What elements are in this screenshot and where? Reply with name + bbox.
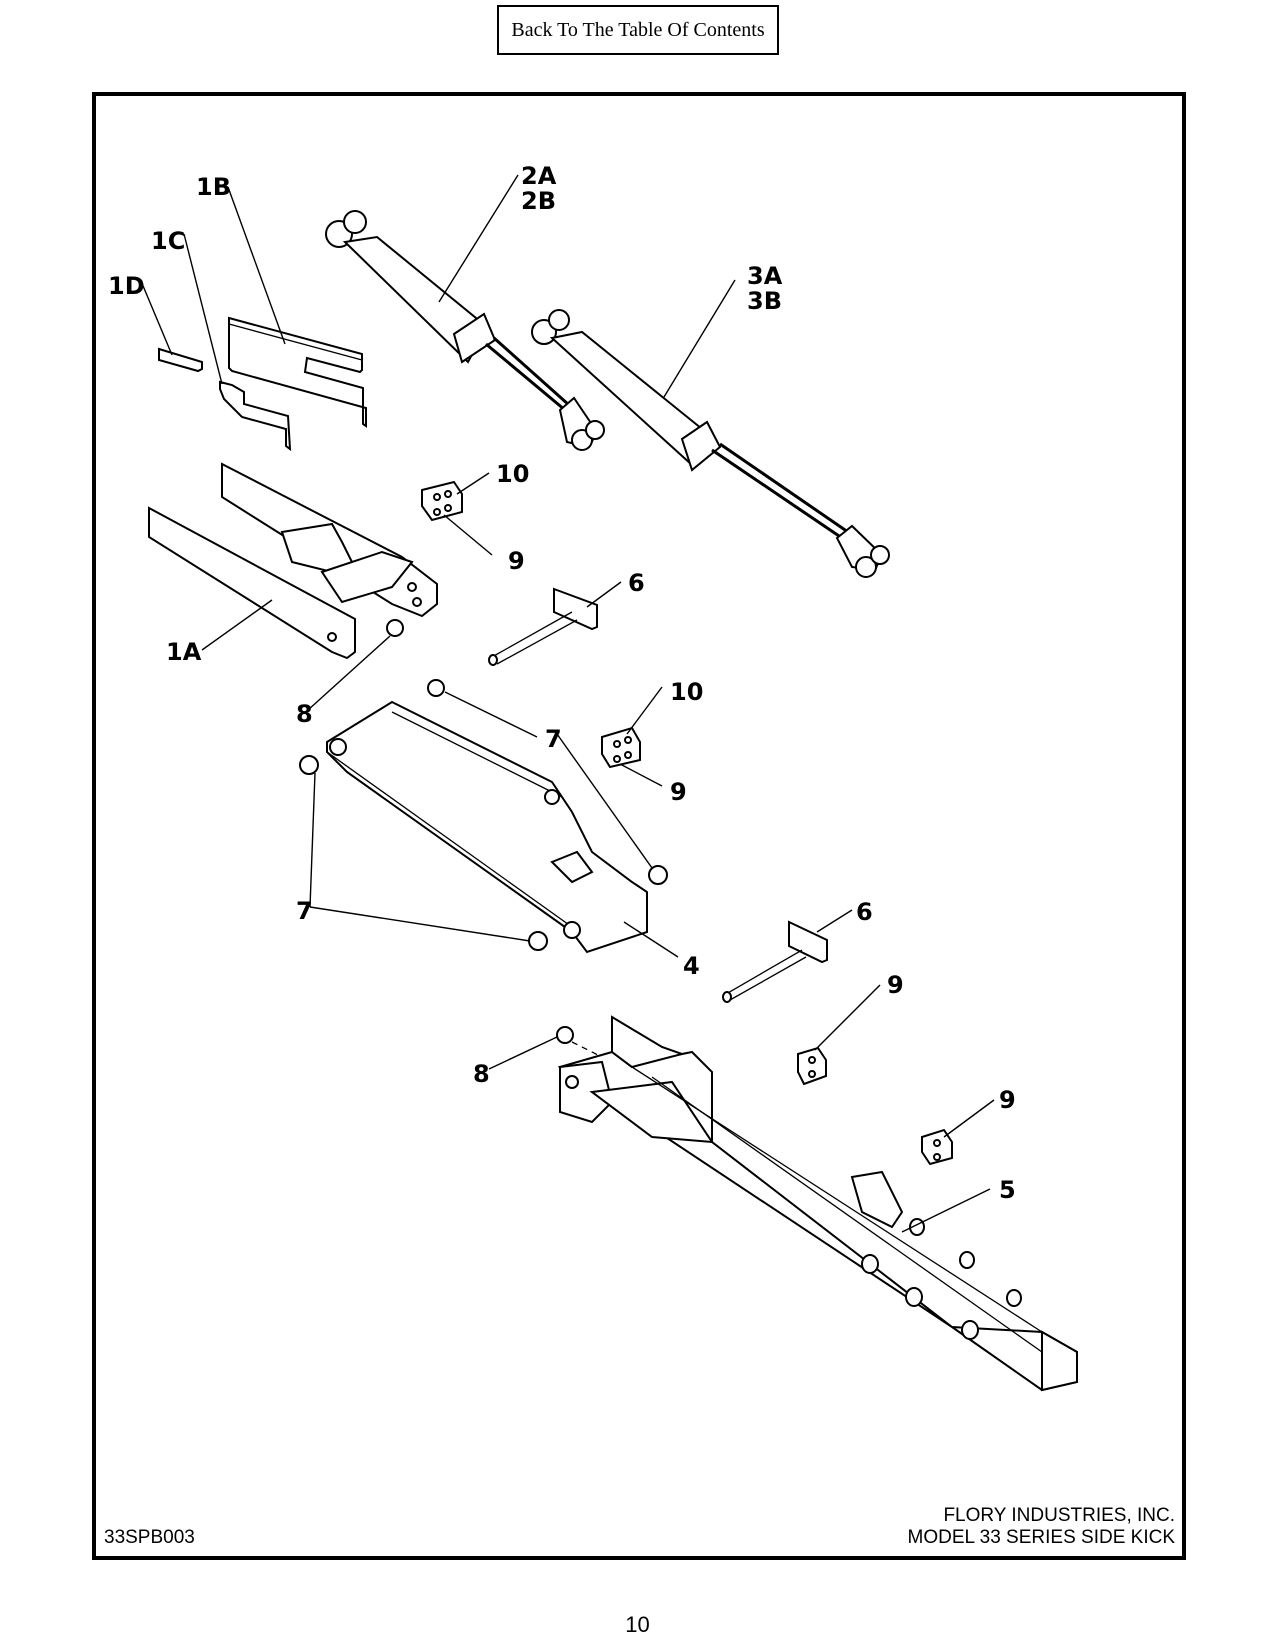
callout-8-lower: 8 bbox=[473, 1060, 490, 1088]
callout-10-middle: 10 bbox=[670, 678, 704, 706]
company-name: FLORY INDUSTRIES, INC. bbox=[943, 1505, 1175, 1526]
callout-1c: 1C bbox=[151, 227, 186, 255]
pin-6-upper bbox=[488, 587, 598, 666]
callout-5: 5 bbox=[999, 1176, 1016, 1204]
exploded-parts-drawing bbox=[92, 92, 1186, 1560]
callout-3b: 3B bbox=[747, 287, 782, 315]
callout-10-upper: 10 bbox=[496, 460, 530, 488]
callout-9-middle: 9 bbox=[670, 778, 687, 806]
bushing-8-upper bbox=[386, 619, 404, 637]
page-number: 10 bbox=[625, 1612, 650, 1637]
bushing-7-d bbox=[528, 931, 548, 951]
callout-1a: 1A bbox=[166, 638, 202, 666]
block-9-lower-a bbox=[797, 1046, 827, 1086]
plate-1b bbox=[228, 316, 367, 428]
cylinder-2a bbox=[325, 210, 605, 451]
title-block: FLORY INDUSTRIES, INC. MODEL 33 SERIES S… bbox=[908, 1505, 1176, 1549]
callout-8-upper: 8 bbox=[296, 700, 313, 728]
callout-2b: 2B bbox=[521, 187, 556, 215]
back-to-toc-button[interactable]: Back To The Table Of Contents bbox=[497, 5, 779, 55]
callout-1d: 1D bbox=[108, 272, 145, 300]
callout-9-lower-b: 9 bbox=[999, 1086, 1016, 1114]
plate-1c bbox=[219, 380, 292, 452]
bushing-7-c bbox=[648, 865, 668, 885]
callout-1b: 1B bbox=[196, 173, 231, 201]
arm-1a bbox=[148, 462, 438, 660]
plate-1d bbox=[158, 347, 203, 373]
callout-7-lower: 7 bbox=[296, 897, 313, 925]
callout-9-lower-a: 9 bbox=[887, 971, 904, 999]
block-9-lower-b bbox=[921, 1128, 953, 1166]
block-9-10-middle bbox=[601, 726, 641, 769]
callout-6-lower: 6 bbox=[856, 898, 873, 926]
drawing-frame bbox=[92, 92, 1186, 1560]
block-9-10-upper bbox=[421, 480, 463, 522]
callout-3a: 3A bbox=[747, 262, 783, 290]
leader-lines bbox=[140, 174, 995, 1233]
callout-2a: 2A bbox=[521, 162, 557, 190]
arm-4 bbox=[326, 700, 648, 954]
drawing-number: 33SPB003 bbox=[104, 1527, 195, 1548]
frame-5 bbox=[557, 1015, 1078, 1392]
callout-9-upper: 9 bbox=[508, 547, 525, 575]
bushing-7-a bbox=[427, 679, 445, 697]
cylinder-3a bbox=[531, 309, 890, 578]
callout-6-upper: 6 bbox=[628, 569, 645, 597]
model-name: MODEL 33 SERIES SIDE KICK bbox=[907, 1527, 1176, 1548]
callout-4: 4 bbox=[683, 952, 700, 980]
callout-7-upper: 7 bbox=[545, 725, 562, 753]
pin-6-lower bbox=[722, 920, 828, 1003]
bushing-7-b bbox=[299, 755, 319, 775]
